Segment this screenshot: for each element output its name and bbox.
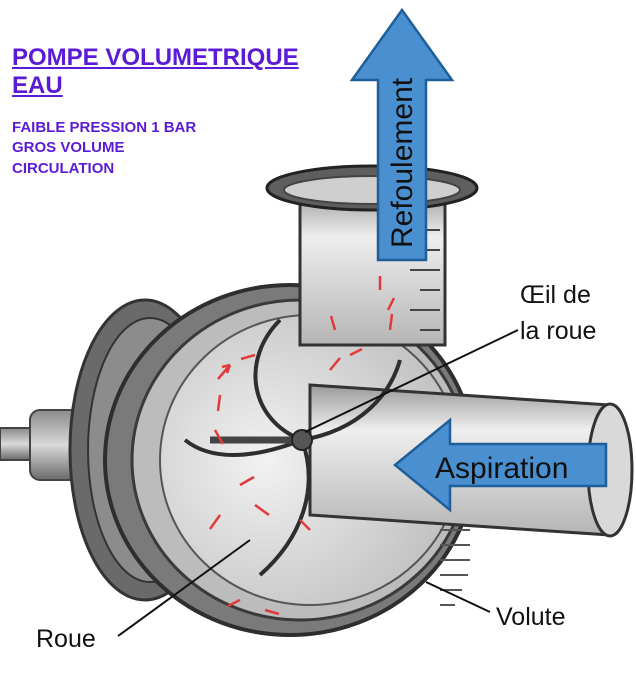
impeller-hub [291, 429, 313, 451]
subtitle-line-circulation: CIRCULATION [12, 160, 115, 177]
aspiration-label: Aspiration [435, 452, 568, 485]
eye-label-line2: la roue [520, 317, 597, 345]
page-title: POMPE VOLUMETRIQUE EAU [12, 44, 299, 99]
volute-leader-line [425, 581, 491, 613]
eye-leader-line [304, 329, 519, 433]
volute-label: Volute [496, 603, 566, 631]
flow-arrows [208, 276, 396, 616]
refoulement-arrow-shape [349, 7, 455, 262]
subtitle-line-pressure: FAIBLE PRESSION 1 BAR [12, 119, 197, 136]
impeller-label: Roue [36, 625, 96, 653]
refoulement-label: Refoulement [386, 77, 419, 248]
aspiration-arrow-shape [393, 417, 608, 513]
subtitle-line-volume: GROS VOLUME [12, 139, 125, 156]
eye-label-line1: Œil de [520, 281, 591, 309]
impeller [183, 318, 402, 577]
impeller-leader-line [117, 539, 251, 637]
